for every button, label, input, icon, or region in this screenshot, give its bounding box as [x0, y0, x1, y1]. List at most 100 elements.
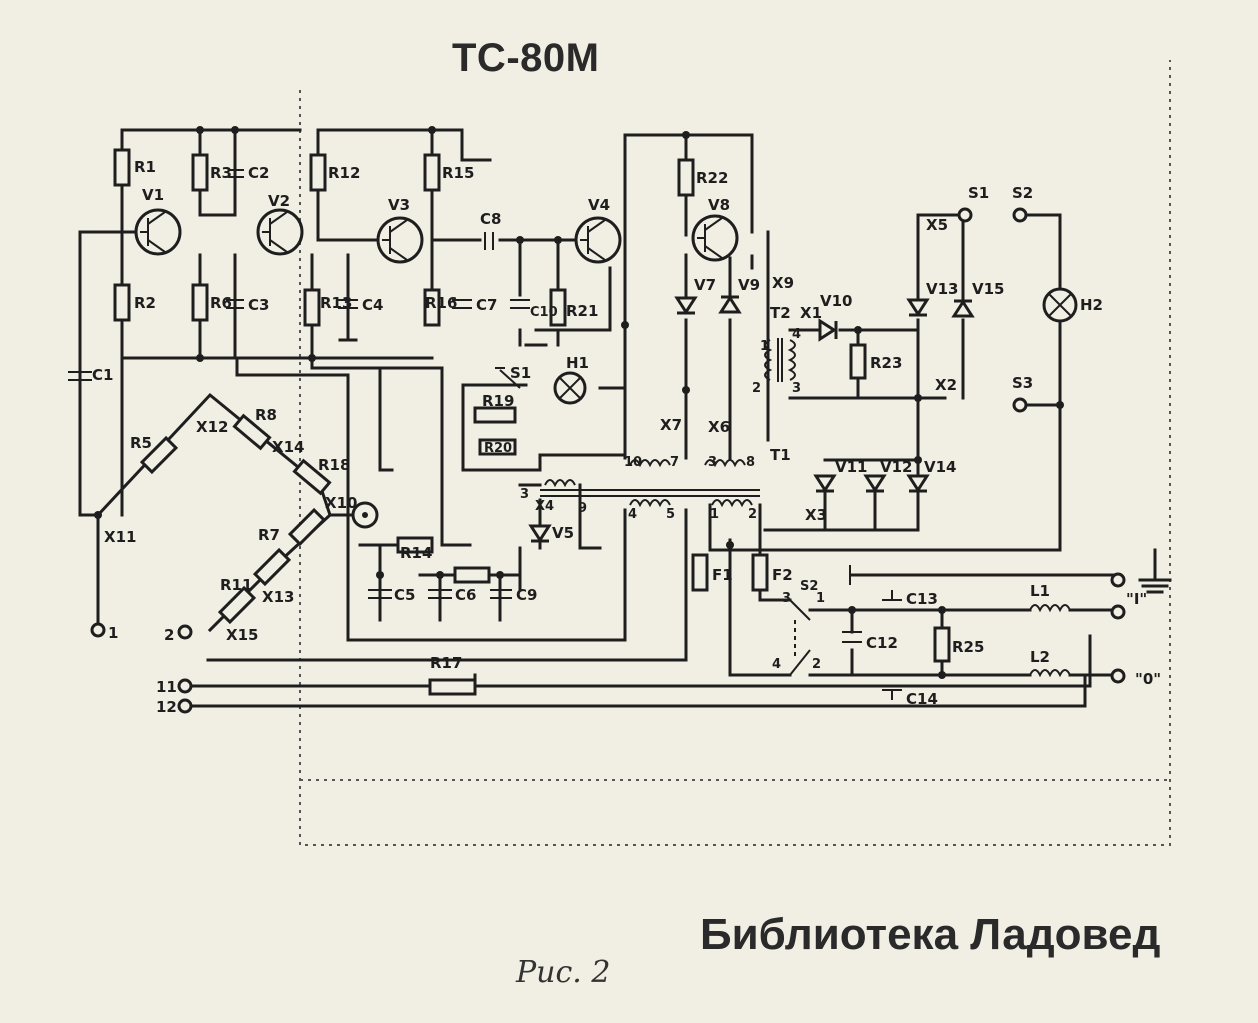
label-terminal-1: 1	[108, 624, 118, 642]
label-h2: H2	[1080, 296, 1103, 314]
ground-symbol	[1138, 548, 1172, 594]
resistor-r5	[139, 435, 179, 475]
socket-s2	[1012, 207, 1028, 223]
label-r16: R16	[425, 294, 457, 312]
label-c4: C4	[362, 296, 383, 314]
transistor-v3	[376, 216, 424, 264]
resistor-r15	[423, 153, 441, 192]
diode-v13	[906, 298, 930, 317]
label-r25: R25	[952, 638, 984, 656]
label-r17: R17	[430, 654, 462, 672]
label-c10: C10	[530, 305, 558, 320]
capacitor-c10	[510, 299, 530, 309]
transistor-v1	[134, 208, 182, 256]
capacitor-c4	[338, 299, 358, 309]
label-c2: C2	[248, 164, 269, 182]
label-l2: L2	[1030, 648, 1050, 666]
t2-core	[777, 338, 783, 382]
terminals	[90, 158, 1172, 714]
t2-secondary	[787, 339, 796, 381]
label-r2: R2	[134, 294, 156, 312]
meter-x10	[351, 501, 379, 529]
t2-primary	[764, 339, 773, 381]
label-c1: C1	[92, 366, 113, 384]
label-f2: F2	[772, 566, 793, 584]
label-x12: X12	[196, 418, 228, 436]
label-r1: R1	[134, 158, 156, 176]
fuses	[691, 553, 769, 592]
transformers	[540, 338, 1071, 678]
label-v11: V11	[835, 458, 867, 476]
resistor-r16	[423, 288, 441, 327]
label-x7: X7	[660, 416, 682, 434]
figure-caption: Рис. 2	[516, 955, 611, 990]
fuse-f1	[691, 553, 709, 592]
label-x2: X2	[935, 376, 957, 394]
capacitor-c3	[226, 299, 244, 309]
label-s2-pin2: 2	[812, 657, 821, 672]
capacitor-c5	[368, 589, 392, 599]
label-v1: V1	[142, 186, 164, 204]
label-r12: R12	[328, 164, 360, 182]
label-socket-s2: S2	[1012, 184, 1033, 202]
diode-v14	[906, 474, 930, 493]
label-r5: R5	[130, 434, 152, 452]
label-r20: R20	[484, 441, 512, 456]
transistors	[134, 208, 739, 264]
transistor-v4	[574, 216, 622, 264]
schematic-title: ТС-80М	[452, 36, 600, 80]
resistor-r17	[428, 678, 477, 696]
diodes	[528, 295, 975, 543]
label-x6: X6	[708, 418, 730, 436]
resistor-r9	[287, 507, 327, 547]
label-v2: V2	[268, 192, 290, 210]
capacitor-c14	[882, 689, 902, 700]
resistor-r7	[252, 547, 292, 587]
label-x11: X11	[104, 528, 136, 546]
resistor-r6	[191, 283, 209, 322]
resistor-r12	[309, 153, 327, 192]
resistor-r21	[549, 288, 567, 327]
label-t2-pin3: 3	[792, 381, 801, 396]
label-c5: C5	[394, 586, 415, 604]
terminal-11	[177, 678, 193, 694]
label-t1-pin5: 5	[666, 507, 675, 522]
label-t1-pin10: 10	[624, 455, 642, 470]
label-t2-pin4: 4	[792, 327, 801, 342]
label-c14: C14	[906, 690, 938, 708]
lamps	[351, 287, 1078, 529]
diode-v10	[818, 318, 838, 342]
component-labels: R1 R2 R3 R5 R6 R7 R8 R11 R12 R13 R14 R15…	[92, 158, 1161, 716]
label-r19: R19	[482, 392, 514, 410]
terminal-2	[177, 624, 193, 640]
capacitor-c7	[452, 299, 472, 309]
label-v12: V12	[880, 458, 912, 476]
t1-winding-1-2	[711, 499, 753, 508]
label-s1-switch: S1	[510, 364, 531, 382]
junction-dots	[94, 126, 1064, 679]
label-s2-pin1: 1	[816, 591, 825, 606]
label-l1: L1	[1030, 582, 1050, 600]
resistor-r19	[473, 406, 517, 424]
resistor-r8	[232, 413, 272, 451]
label-r23: R23	[870, 354, 902, 372]
label-s2-pin3: 3	[782, 591, 791, 606]
label-t1-pin2: 2	[748, 507, 757, 522]
label-x15: X15	[226, 626, 258, 644]
label-t1-pin4: 4	[628, 507, 637, 522]
label-s2-pin4: 4	[772, 657, 781, 672]
diode-v12	[863, 474, 887, 493]
capacitor-c12	[842, 631, 862, 643]
label-r7: R7	[258, 526, 280, 544]
label-c7: C7	[476, 296, 497, 314]
label-x5: X5	[926, 216, 948, 234]
label-output-i: "I"	[1126, 590, 1147, 608]
resistor-r14	[396, 536, 434, 554]
label-c9: C9	[516, 586, 537, 604]
resistor-r23	[849, 343, 867, 380]
label-t2-pin2: 2	[752, 381, 761, 396]
label-c8: C8	[480, 210, 501, 228]
label-t1-pin7: 7	[670, 455, 679, 470]
